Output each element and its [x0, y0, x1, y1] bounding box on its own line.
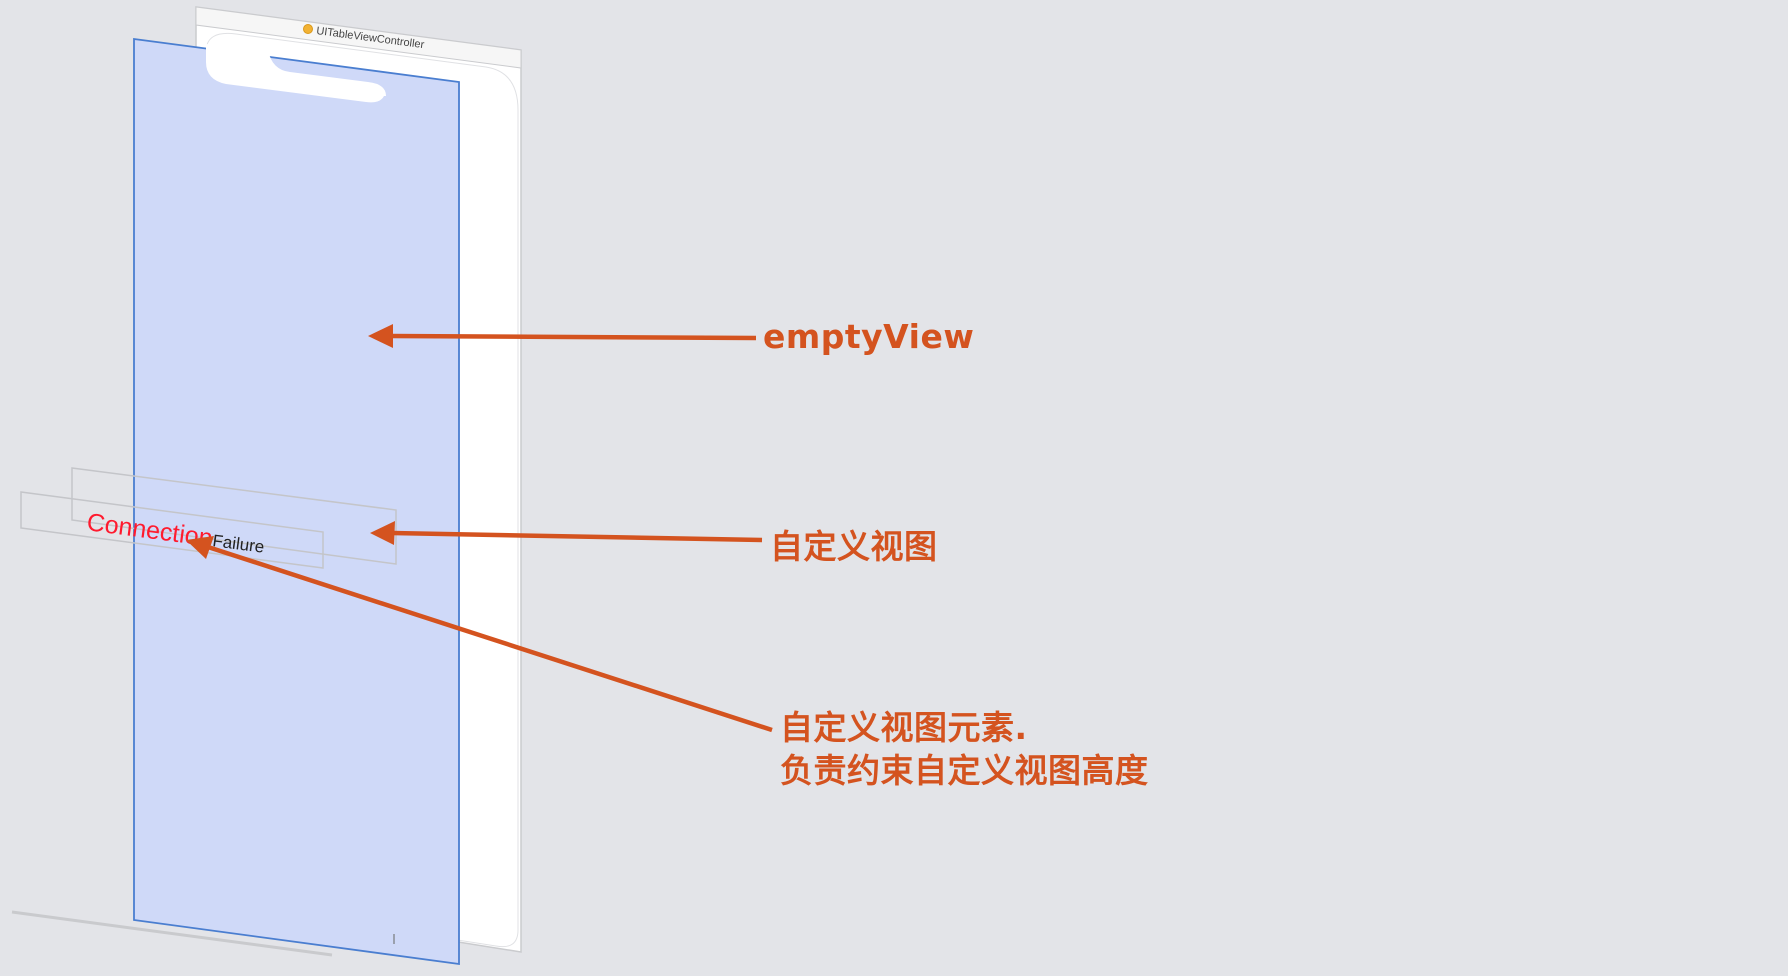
annotation-empty-view: emptyView	[763, 317, 975, 356]
annotation-element-line2: 负责约束自定义视图高度	[780, 751, 1149, 790]
floor-shadow	[11, 910, 333, 957]
controller-titlebar[interactable]	[195, 6, 522, 69]
custom-view-element-frame[interactable]	[20, 491, 324, 569]
arrow-empty-view	[368, 324, 757, 348]
arrow-custom-element	[186, 536, 773, 733]
empty-view[interactable]	[133, 37, 460, 966]
view-controller-icon	[303, 24, 313, 34]
device-notch	[206, 44, 386, 103]
custom-view-frame[interactable]	[71, 467, 397, 565]
annotation-custom-view: 自定义视图	[770, 527, 938, 566]
annotation-custom-element: 自定义视图元素. 负责约束自定义视图高度	[780, 706, 1149, 792]
annotation-element-line1: 自定义视图元素.	[780, 708, 1028, 747]
arrow-custom-view	[370, 521, 763, 545]
